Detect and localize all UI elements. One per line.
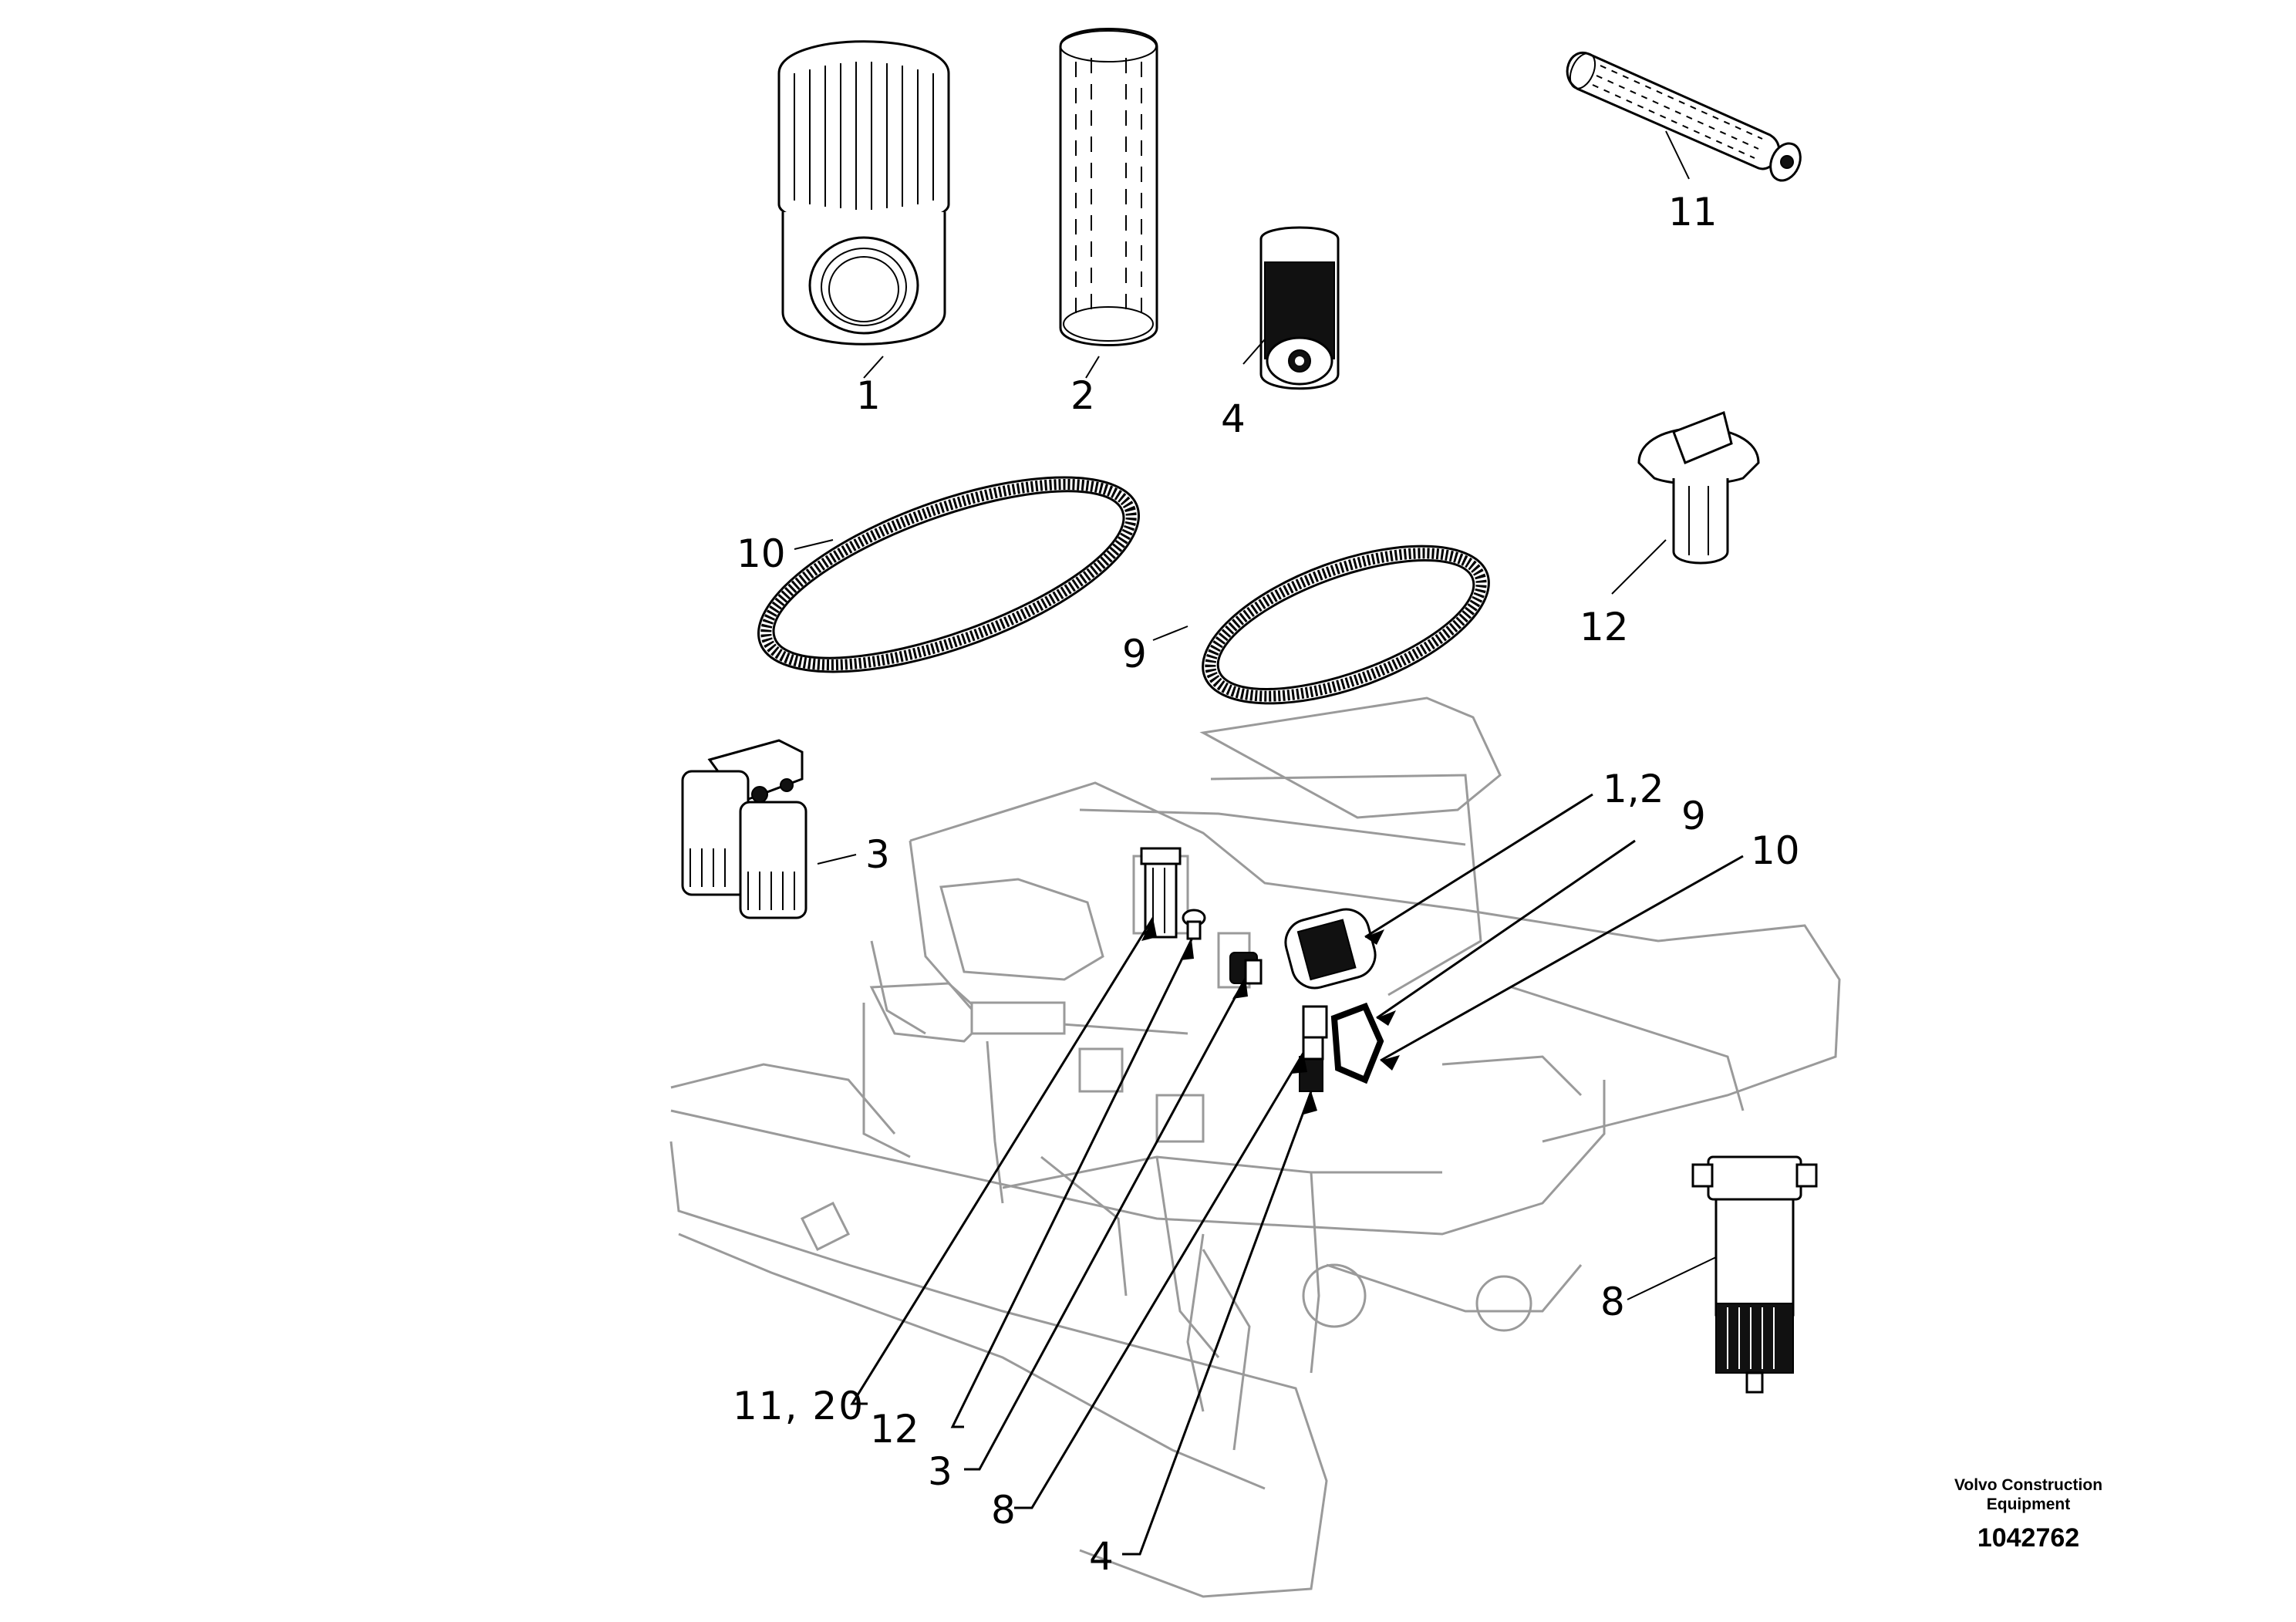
leader-arrowheads [1141, 918, 1400, 1114]
machine-twin-fuel-filter-highlight [1229, 952, 1263, 985]
fuel-water-separator-part [1691, 1155, 1818, 1394]
paver-machine-outline [669, 696, 1841, 1598]
callout-4-machine: 4 [1089, 1534, 1114, 1579]
callout-12-top: 12 [1580, 605, 1629, 649]
callout-8-machine: 8 [991, 1488, 1016, 1533]
oil-filter-part [1259, 226, 1340, 390]
callout-2: 2 [1070, 373, 1095, 418]
machine-air-filter-highlight [1284, 908, 1377, 990]
callout-9-machine: 9 [1681, 794, 1706, 838]
callout-11-20-machine: 11, 20 [733, 1384, 865, 1428]
hydraulic-filter-part [1566, 51, 1802, 182]
machine-hydraulic-filter-highlight [1140, 847, 1182, 939]
v-belt-large-part [757, 476, 1140, 673]
callout-3-top: 3 [865, 832, 890, 877]
callout-8-right: 8 [1600, 1280, 1625, 1324]
air-filter-outer-part [777, 40, 950, 346]
filler-cap-part [1637, 410, 1760, 565]
brand-line-2: Equipment [1987, 1496, 2071, 1513]
callout-11-top: 11 [1668, 190, 1718, 234]
machine-filler-cap-highlight [1182, 909, 1206, 940]
callout-4-top: 4 [1221, 396, 1246, 441]
callout-1: 1 [856, 373, 881, 418]
callout-10-top: 10 [737, 531, 786, 576]
air-filter-inner-part [1059, 28, 1158, 346]
callout-1-2-machine: 1,2 [1603, 767, 1664, 811]
callout-3-machine: 3 [928, 1449, 952, 1494]
callout-9-top: 9 [1122, 632, 1147, 676]
machine-fuel-separator-highlight [1299, 1005, 1328, 1092]
v-belt-small-part [1202, 545, 1490, 705]
brand-line-1: Volvo Construction [1954, 1476, 2102, 1494]
twin-fuel-filter-part [681, 739, 807, 919]
callout-10-machine: 10 [1751, 828, 1800, 873]
machine-belt-highlight [1330, 1002, 1384, 1084]
document-number: 1042762 [1977, 1523, 2079, 1553]
leader-lines [850, 793, 1744, 1556]
callout-12-machine: 12 [870, 1407, 919, 1452]
